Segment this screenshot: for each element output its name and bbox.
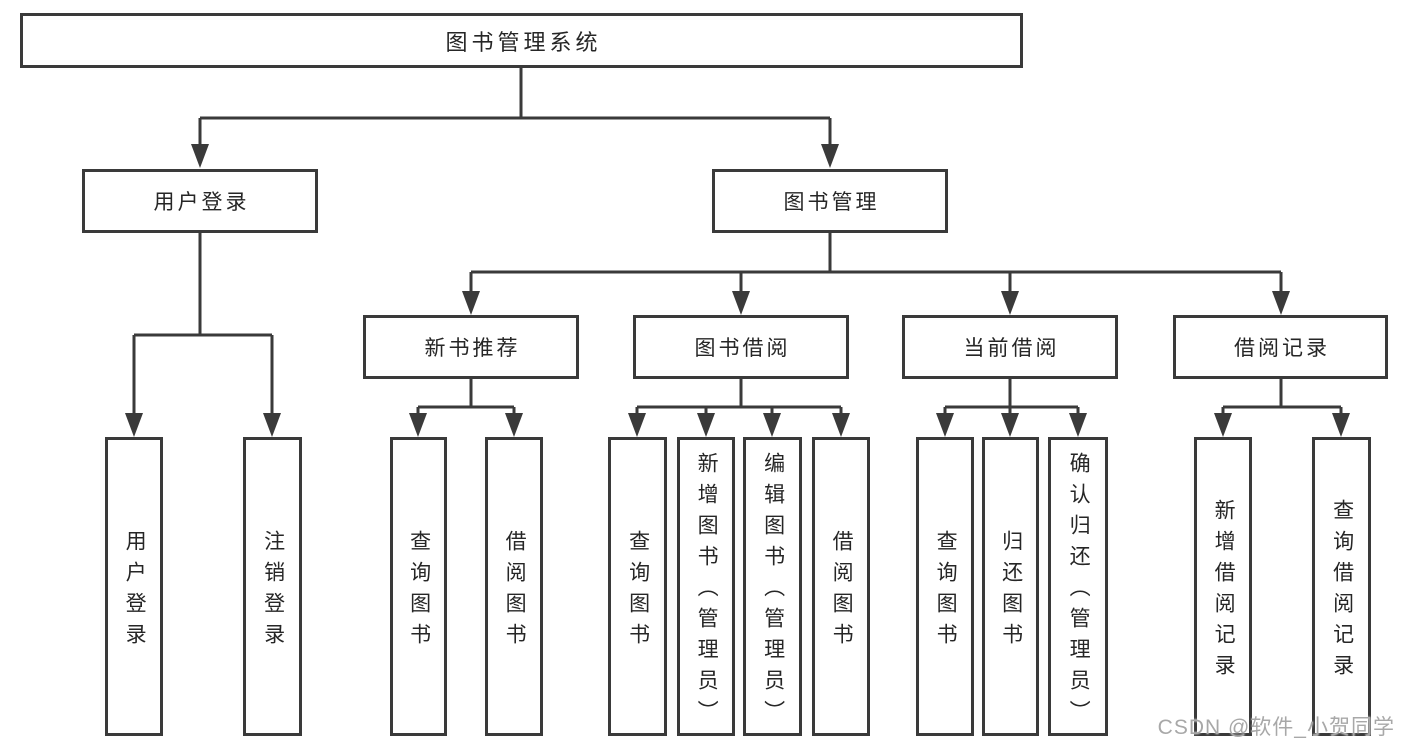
leaf-return-book-label: 归还图书 [999,529,1023,654]
leaf-borrow-books-recommend: 借阅图书 [485,437,543,736]
leaf-query-books-recommend-label: 查询图书 [407,529,431,654]
leaf-logout-label: 注销登录 [261,529,285,654]
leaf-query-borrow-record: 查询借阅记录 [1312,437,1371,736]
node-book-management-label: 图书管理 [783,191,880,214]
leaf-borrow-books-recommend-label: 借阅图书 [503,529,527,654]
arrowhead-icon [1069,413,1087,437]
leaf-query-books-current-label: 查询图书 [934,529,958,654]
node-borrow-records: 借阅记录 [1173,315,1388,379]
leaf-logout: 注销登录 [243,437,302,736]
arrowhead-icon [263,413,281,437]
leaf-add-book-admin: 新增图书（管理员） [677,437,735,736]
leaf-borrow-books: 借阅图书 [812,437,870,736]
node-root: 图书管理系统 [20,13,1023,68]
arrowhead-icon [191,144,209,168]
arrowhead-icon [732,291,750,315]
leaf-edit-book-admin: 编辑图书（管理员） [743,437,802,736]
node-book-borrow-label: 图书借阅 [694,337,791,360]
node-root-label: 图书管理系统 [445,29,602,55]
node-borrow-records-label: 借阅记录 [1234,337,1330,360]
arrowhead-icon [1001,413,1019,437]
arrowhead-icon [505,413,523,437]
leaf-borrow-books-label: 借阅图书 [830,529,854,654]
leaf-user-login-label: 用户登录 [123,529,147,654]
arrowhead-icon [1214,413,1232,437]
arrowhead-icon [1332,413,1350,437]
arrowhead-icon [821,144,839,168]
arrowhead-icon [125,413,143,437]
node-user-login: 用户登录 [82,169,318,233]
leaf-query-books-borrow-label: 查询图书 [626,529,650,654]
leaf-confirm-return-admin: 确认归还（管理员） [1048,437,1108,736]
node-book-borrow: 图书借阅 [633,315,849,379]
leaf-user-login: 用户登录 [105,437,163,736]
leaf-query-books-borrow: 查询图书 [608,437,667,736]
node-new-book-recommend-label: 新书推荐 [424,337,521,360]
leaf-return-book: 归还图书 [982,437,1039,736]
arrowhead-icon [628,413,646,437]
leaf-edit-book-admin-label: 编辑图书（管理员） [761,452,785,731]
node-current-borrow-label: 当前借阅 [963,337,1060,360]
leaf-query-books-recommend: 查询图书 [390,437,447,736]
node-new-book-recommend: 新书推荐 [363,315,579,379]
arrowhead-icon [763,413,781,437]
leaf-add-book-admin-label: 新增图书（管理员） [695,452,719,731]
leaf-add-borrow-record-label: 新增借阅记录 [1212,498,1236,685]
arrowhead-icon [936,413,954,437]
leaf-query-borrow-record-label: 查询借阅记录 [1330,498,1354,685]
leaf-add-borrow-record: 新增借阅记录 [1194,437,1252,736]
node-book-management: 图书管理 [712,169,948,233]
arrowhead-icon [409,413,427,437]
arrowhead-icon [1001,291,1019,315]
node-current-borrow: 当前借阅 [902,315,1118,379]
arrowhead-icon [1272,291,1290,315]
leaf-query-books-current: 查询图书 [916,437,974,736]
leaf-confirm-return-admin-label: 确认归还（管理员） [1067,452,1091,731]
arrowhead-icon [832,413,850,437]
arrowhead-icon [462,291,480,315]
node-user-login-label: 用户登录 [153,191,250,214]
arrowhead-icon [697,413,715,437]
